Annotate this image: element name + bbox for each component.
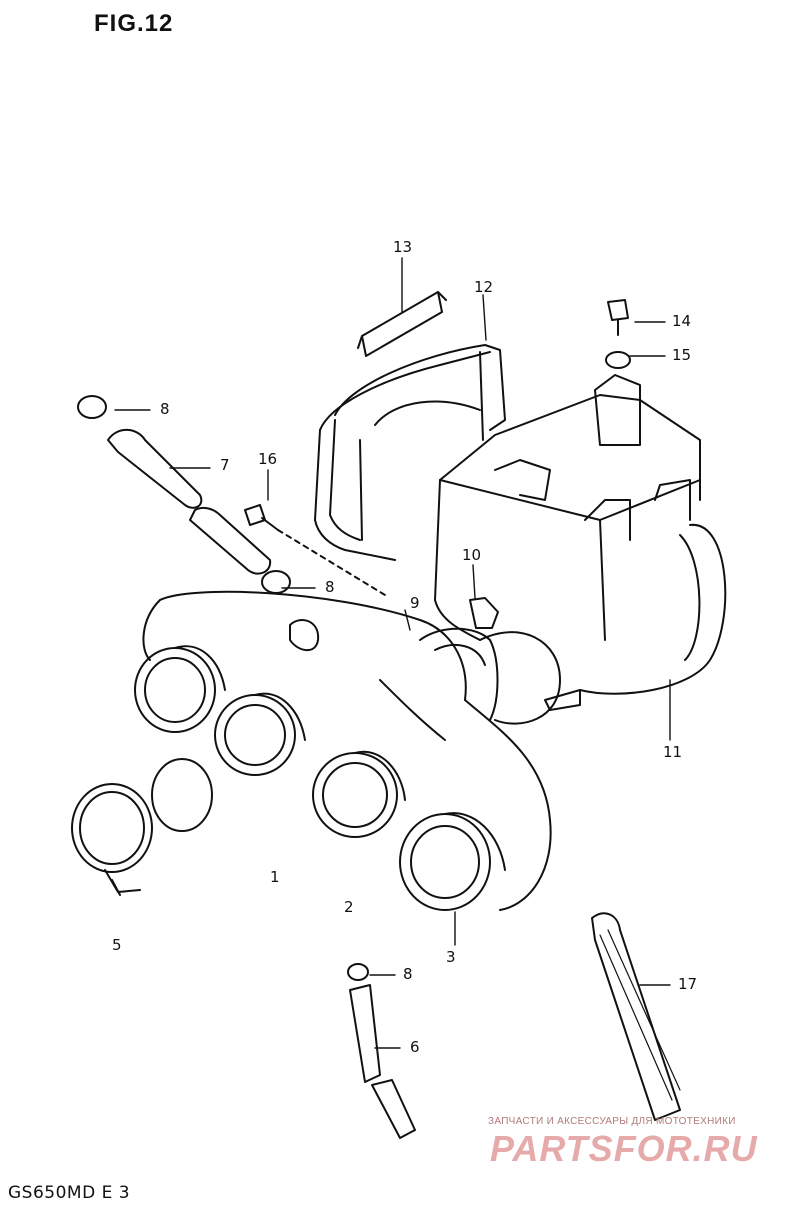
callout-8: 8 (160, 400, 170, 418)
callout-8: 8 (403, 965, 413, 983)
part-12-filter-element (314, 344, 506, 561)
callout-6: 6 (410, 1038, 420, 1056)
callout-8: 8 (325, 578, 335, 596)
leader-lines (114, 257, 671, 1049)
watermark-tagline: ЗАПЧАСТИ И АКСЕССУАРЫ ДЛЯ МОТОТЕХНИКИ (488, 1116, 736, 1127)
callout-11: 11 (663, 743, 683, 761)
callout-7: 7 (220, 456, 230, 474)
part-8-clips (77, 395, 369, 981)
callout-13: 13 (393, 238, 413, 256)
callout-15: 15 (672, 346, 692, 364)
port-rings (134, 645, 506, 911)
watermark-logo: PARTSFOR.RU (490, 1128, 758, 1169)
part-15-washer (605, 351, 631, 369)
small-clamp-ring (151, 758, 213, 832)
part-13-bracket (357, 291, 447, 357)
part-6-drain-hose (349, 984, 416, 1139)
callout-12: 12 (474, 278, 494, 296)
callout-2: 2 (344, 898, 354, 916)
part-5-clamp (71, 783, 153, 896)
part-11-air-cleaner-case (434, 374, 727, 725)
callout-10: 10 (462, 546, 482, 564)
callout-17: 17 (678, 975, 698, 993)
part-7-hose (107, 428, 272, 575)
callout-16: 16 (258, 450, 278, 468)
figure-title: FIG.12 (94, 10, 174, 37)
callout-5: 5 (112, 936, 122, 954)
part-9-seal (419, 627, 499, 721)
part-14-bolt (607, 299, 629, 336)
part-17-breather-hose (591, 912, 681, 1121)
part-1-joint-body (142, 590, 552, 911)
callout-3: 3 (446, 948, 456, 966)
callout-14: 14 (672, 312, 692, 330)
part-10-clamp (469, 597, 499, 629)
part-16-bolt (244, 504, 386, 596)
callout-1: 1 (270, 868, 280, 886)
model-code: GS650MD E 3 (8, 1183, 131, 1203)
callout-9: 9 (410, 594, 420, 612)
